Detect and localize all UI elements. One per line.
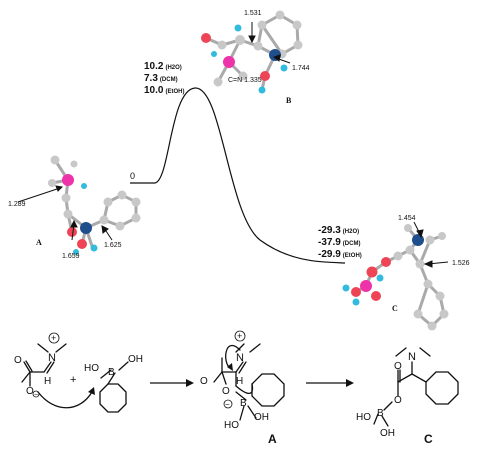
scheme-label-a: A (268, 432, 277, 446)
intermediate-ho: HO (224, 420, 239, 431)
ts-b-model (201, 10, 303, 94)
scheme-product-c (373, 347, 459, 427)
ts-label: B (286, 96, 292, 105)
scheme-boronic-acid (99, 361, 129, 413)
svg-text:-29.3(H2O): -29.3(H2O) (318, 225, 359, 236)
scheme-iminium-charge: + (51, 333, 56, 343)
zero-energy-label: 0 (130, 171, 135, 181)
scheme-carboxylate-charge: − (34, 392, 38, 399)
scheme-label-c: C (424, 432, 433, 446)
ts-distance-right: 1.744 (292, 65, 310, 72)
scheme-boronic-b: B (108, 367, 115, 378)
reactant-a-model (48, 155, 141, 255)
svg-text:-29.9(EtOH): -29.9(EtOH) (318, 249, 362, 260)
scheme-iminium-n: N (48, 352, 56, 364)
intermediate-n-charge: + (237, 331, 242, 341)
product-scheme-ho: HO (356, 412, 371, 423)
ts-distance-arrows (248, 22, 291, 64)
reactant-distance-arrows (17, 185, 113, 241)
product-distance-top: 1.454 (398, 215, 416, 222)
scheme-arrow-2 (306, 379, 354, 387)
intermediate-b: B (240, 398, 247, 409)
energy-profile-curve (130, 87, 346, 264)
svg-text:-37.9(DCM): -37.9(DCM) (318, 237, 360, 248)
ts-distance-top: 1.531 (244, 10, 262, 17)
intermediate-ester-o: O (222, 386, 230, 397)
scheme-intermediate-a (213, 343, 285, 421)
product-scheme-ester-o: O (394, 395, 402, 406)
product-label: C (392, 304, 398, 313)
scheme-arrow-1 (150, 379, 194, 387)
svg-text:10.2(H2O): 10.2(H2O) (144, 61, 182, 72)
reactant-distance-left: 1.289 (8, 201, 26, 208)
intermediate-oh: OH (254, 412, 269, 423)
product-scheme-b: B (377, 408, 384, 419)
ts-energy-values: 10.2(H2O) 7.3(DCM) 10.0(EtOH) (144, 61, 184, 96)
intermediate-carbonyl-o: O (200, 376, 208, 387)
intermediate-n: N (236, 352, 244, 364)
scheme-carbonyl-o: O (14, 355, 22, 366)
product-distance-right: 1.526 (452, 260, 470, 267)
scheme-plus-sign: + (70, 374, 76, 386)
scheme-carboxylate-o: O (26, 386, 34, 397)
reactant-label: A (36, 238, 42, 247)
svg-text:10.0(EtOH): 10.0(EtOH) (144, 85, 184, 96)
reactant-distance-mid: 1.659 (62, 253, 80, 260)
scheme-iminium-reactant (21, 343, 95, 409)
reactant-distance-right: 1.625 (104, 242, 122, 249)
product-distance-arrows (413, 221, 449, 268)
ts-distance-cn: C=N 1.335 (228, 77, 262, 84)
scheme-boronic-ho: HO (84, 363, 99, 374)
intermediate-h: H (236, 376, 243, 387)
product-scheme-n: N (408, 351, 416, 363)
intermediate-b-charge: − (225, 400, 230, 409)
product-scheme-oh: OH (380, 428, 395, 439)
product-scheme-carbonyl-o: O (394, 361, 402, 372)
scheme-iminium-h: H (44, 376, 51, 387)
product-c-model (342, 224, 449, 331)
scheme-boronic-oh: OH (128, 354, 143, 365)
product-energy-values: -29.3(H2O) -37.9(DCM) -29.9(EtOH) (318, 225, 362, 260)
svg-text:7.3(DCM): 7.3(DCM) (144, 73, 178, 84)
